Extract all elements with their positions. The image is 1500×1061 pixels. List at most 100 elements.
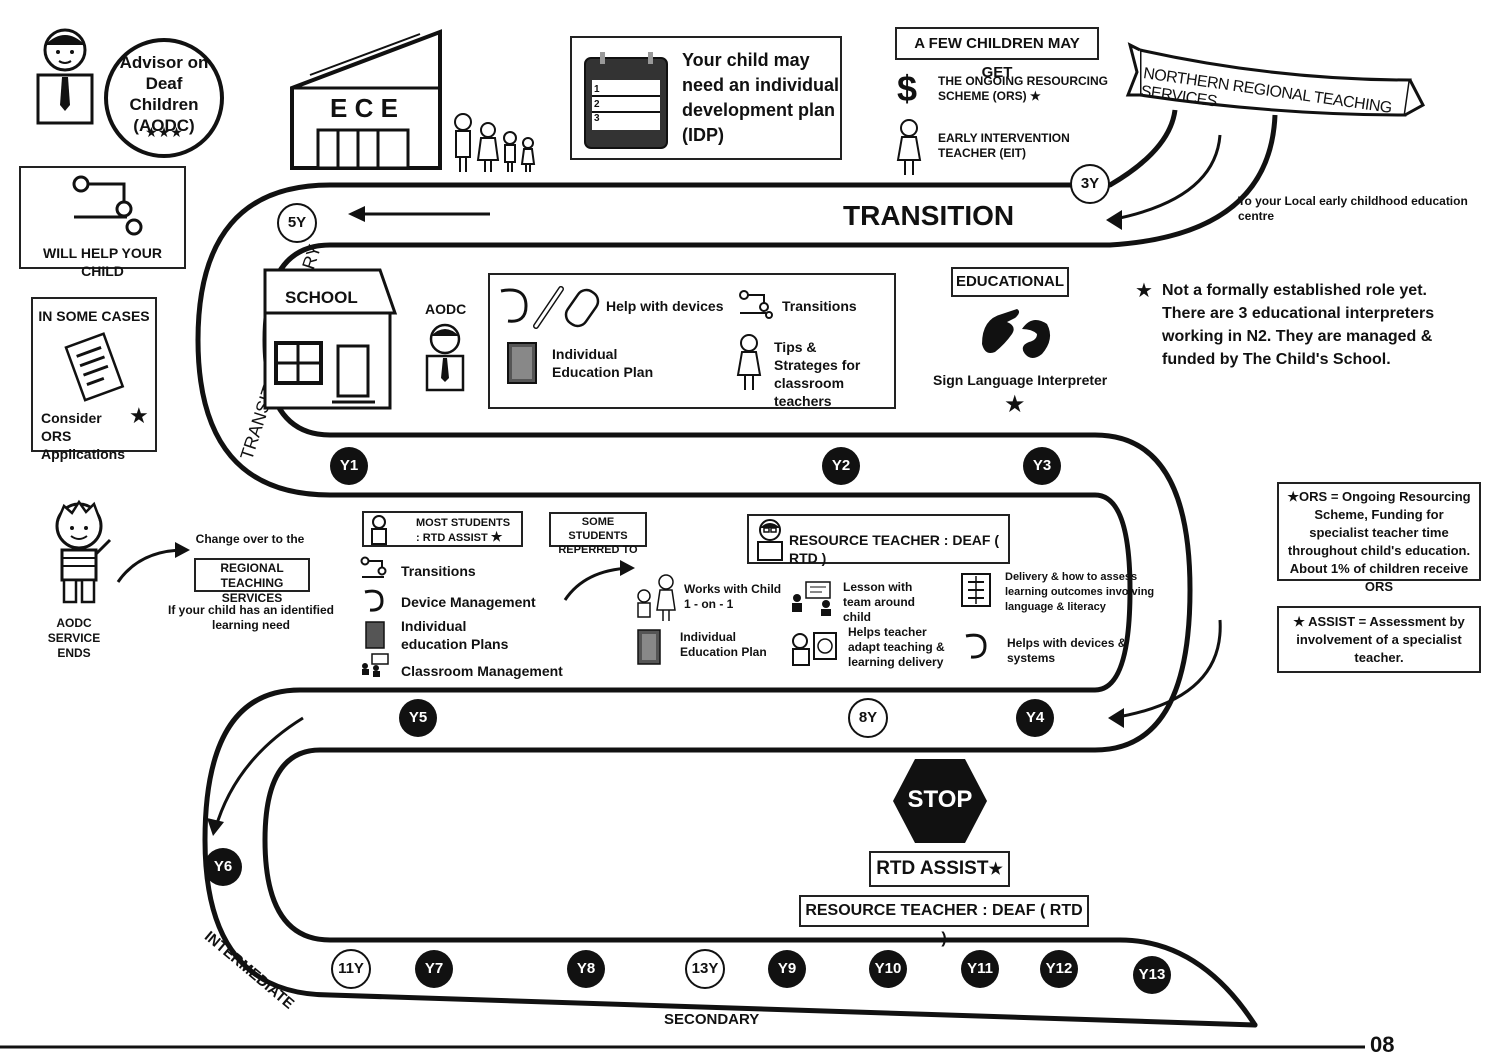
some-cases-box: IN SOME CASES Consider ORS Applications … bbox=[31, 297, 157, 462]
change-over-sub: If your child has an identified learning… bbox=[167, 603, 335, 632]
team-icon bbox=[792, 581, 831, 616]
idp-row-2: 2 bbox=[594, 99, 600, 110]
waving-child-icon bbox=[55, 499, 112, 604]
teacher-girl-icon bbox=[736, 334, 762, 390]
y3-marker: Y3 bbox=[1023, 447, 1061, 485]
rtd-lesson: Lesson with team around child bbox=[843, 580, 916, 624]
few-children-title: A FEW CHILDREN MAY GET bbox=[895, 27, 1099, 81]
y4-marker: Y4 bbox=[1016, 699, 1054, 737]
idp-row-1: 1 bbox=[594, 84, 600, 95]
student-icon bbox=[371, 515, 387, 545]
y2-marker: Y2 bbox=[822, 447, 860, 485]
age-13-marker: 13Y bbox=[685, 949, 725, 989]
rtd-adapt: Helps teacher adapt teaching & learning … bbox=[848, 625, 945, 669]
educational-title: EDUCATIONAL bbox=[951, 267, 1069, 297]
transitions-icon bbox=[739, 290, 773, 319]
some-cases-title: IN SOME CASES bbox=[38, 308, 150, 324]
change-over-box: REGIONAL TEACHING SERVICES bbox=[194, 558, 310, 605]
most-students-star: ★ bbox=[490, 529, 503, 544]
stop-text: STOP bbox=[907, 786, 973, 813]
assist-def-text: ASSIST = Assessment by involvement of a … bbox=[1296, 614, 1465, 665]
checklist-icon bbox=[961, 573, 991, 607]
y9-marker: Y9 bbox=[768, 950, 806, 988]
rtd-teacher-icon bbox=[757, 519, 783, 561]
school-help-tips: Tips & Strateges for classroom teachers bbox=[774, 339, 861, 409]
secondary-label: SECONDARY bbox=[664, 1011, 760, 1028]
y1-marker: Y1 bbox=[330, 447, 368, 485]
eit-text: EARLY INTERVENTION TEACHER (EIT) bbox=[938, 131, 1070, 160]
most-students-item-3: Individual education Plans bbox=[401, 618, 509, 652]
rtd-assist-star: ★ bbox=[988, 861, 1003, 878]
aodc-stars: ★★★ bbox=[145, 124, 183, 140]
assist-def-star: ★ bbox=[1293, 614, 1305, 629]
school-label: SCHOOL bbox=[285, 288, 358, 307]
transition-label: TRANSITION bbox=[843, 200, 1015, 231]
school-help-transitions: Transitions bbox=[782, 298, 857, 314]
ors-text: THE ONGOING RESOURCING SCHEME (ORS) ★ bbox=[938, 74, 1108, 104]
age-3-marker: 3Y bbox=[1070, 164, 1110, 204]
school-help-iep: Individual Education Plan bbox=[552, 346, 654, 380]
aodc-small-icon bbox=[425, 323, 465, 392]
assist-definition-text: ★ ASSIST = Assessment by involvement of … bbox=[1283, 613, 1475, 667]
y12-marker: Y12 bbox=[1040, 950, 1078, 988]
y5-marker: Y5 bbox=[399, 699, 437, 737]
will-help-label: WILL HELP YOUR CHILD bbox=[42, 245, 162, 279]
interpreter-star: ★ bbox=[1004, 391, 1026, 418]
y6-marker: Y6 bbox=[204, 848, 242, 886]
family-icon bbox=[454, 113, 536, 172]
school-building-icon bbox=[263, 268, 398, 410]
rtd-title: RESOURCE TEACHER : DEAF ( RTD ) bbox=[789, 532, 1000, 566]
flow-icon bbox=[72, 175, 143, 236]
rtd-child-icon bbox=[637, 574, 676, 621]
some-cases-text: Consider ORS Applications bbox=[41, 410, 126, 462]
ors-definition-text: ★ORS = Ongoing Resourcing Scheme, Fundin… bbox=[1283, 488, 1475, 596]
y7-marker: Y7 bbox=[415, 950, 453, 988]
most-students-label: MOST STUDENTS : RTD ASSIST bbox=[416, 517, 511, 544]
ors-def-text: ORS = Ongoing Resourcing Scheme, Funding… bbox=[1287, 489, 1471, 594]
book-icon bbox=[507, 342, 537, 384]
ors-label: THE ONGOING RESOURCING SCHEME (ORS) bbox=[938, 74, 1109, 103]
change-over-text: Change over to the bbox=[195, 532, 305, 546]
interpreter-label: Sign Language Interpreter bbox=[933, 372, 1108, 388]
adapt-icon bbox=[792, 632, 837, 666]
aodc-man-icon bbox=[36, 28, 94, 125]
most-students-item-4: Classroom Management bbox=[401, 663, 563, 679]
calendar-icon bbox=[584, 52, 668, 149]
rtd-delivery: Delivery & how to assess learning outcom… bbox=[1005, 571, 1155, 613]
assist-definition-box: ★ ASSIST = Assessment by involvement of … bbox=[1277, 606, 1481, 673]
ece-building-icon bbox=[290, 29, 442, 170]
aodc-circle: Advisor on Deaf Children (AODC) ★★★ bbox=[104, 38, 224, 158]
rtd-assist-box: RTD ASSIST★ bbox=[869, 851, 1010, 887]
dollar-icon: $ bbox=[897, 68, 918, 109]
rtd-book-icon bbox=[637, 629, 661, 665]
page-number: 08 bbox=[1370, 1032, 1395, 1057]
age-11-marker: 11Y bbox=[331, 949, 371, 989]
school-aodc-label: AODC bbox=[425, 301, 467, 317]
rtd-devices: Helps with devices & systems bbox=[1007, 636, 1127, 665]
rtd-assist-text: RTD ASSIST bbox=[876, 858, 989, 879]
rtd-box: RESOURCE TEACHER : DEAF ( RTD ) bbox=[799, 895, 1089, 947]
y13-marker: Y13 bbox=[1133, 956, 1171, 994]
idp-text: Your child may need an individual develo… bbox=[682, 50, 840, 145]
aodc-title: Advisor on Deaf Children (AODC) bbox=[119, 53, 209, 135]
age-5-marker: 5Y bbox=[277, 203, 317, 243]
interpreter-note-text: Not a formally established role yet. The… bbox=[1162, 282, 1435, 368]
most-students-item-2: Device Management bbox=[401, 594, 536, 610]
ors-definition-box: ★ORS = Ongoing Resourcing Scheme, Fundin… bbox=[1277, 482, 1481, 594]
to-ece-text: To your Local early childhood education … bbox=[1238, 194, 1468, 223]
aodc-ends-text: AODC SERVICE ENDS bbox=[47, 616, 101, 660]
most-students-item-1: Transitions bbox=[401, 563, 476, 579]
most-students-box: MOST STUDENTS : RTD ASSIST ★ bbox=[362, 511, 523, 547]
rtd-title-box: RESOURCE TEACHER : DEAF ( RTD ) bbox=[747, 514, 1010, 566]
y11-marker: Y11 bbox=[961, 950, 999, 988]
sign-language-icon bbox=[982, 309, 1051, 358]
ece-label: E C E bbox=[330, 93, 398, 123]
rtd-iep: Individual Education Plan bbox=[680, 630, 767, 659]
school-help-devices: Help with devices bbox=[606, 298, 724, 314]
y8-marker: Y8 bbox=[567, 950, 605, 988]
hearing-aid-icon bbox=[965, 633, 987, 659]
rtd-works: Works with Child 1 - on - 1 bbox=[684, 582, 782, 611]
idp-box: 1 2 3 Your child may need an individual … bbox=[570, 36, 842, 160]
will-help-box: WILL HELP YOUR CHILD bbox=[19, 166, 186, 279]
school-help-box: Help with devices Individual Education P… bbox=[488, 273, 896, 409]
